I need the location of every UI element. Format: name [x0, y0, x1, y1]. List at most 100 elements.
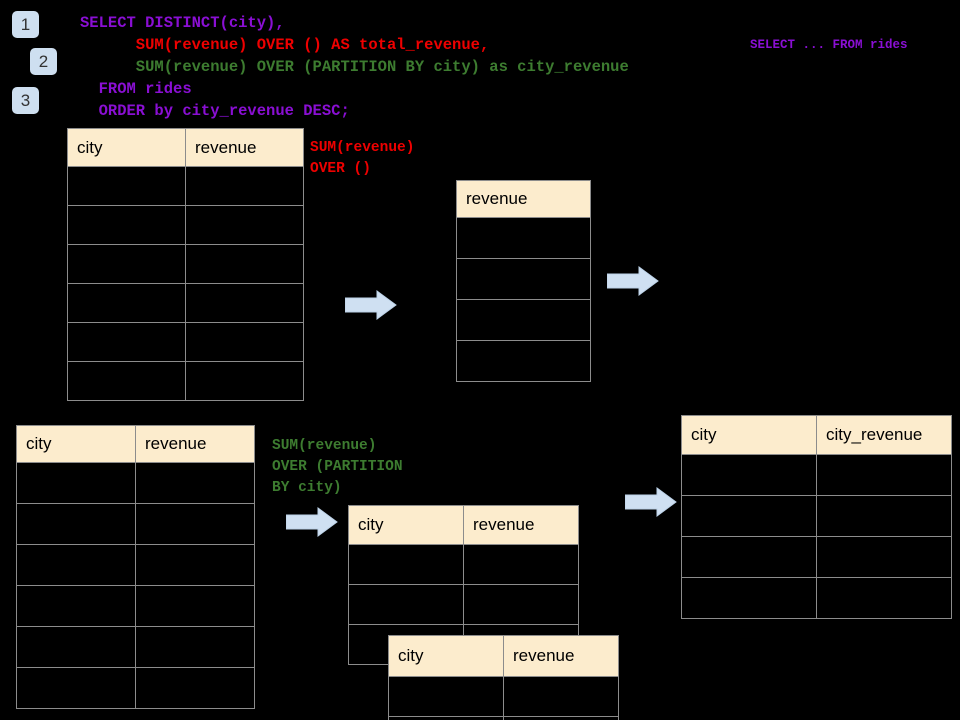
column-header: city — [348, 505, 464, 545]
table-cell — [456, 299, 591, 341]
table-cell — [681, 454, 817, 496]
sql-line-1: SELECT DISTINCT(city), — [80, 14, 285, 32]
table-row — [16, 667, 255, 709]
arrow-total-to-final-top — [606, 266, 659, 296]
table-row — [16, 544, 255, 586]
sum-over-empty: SUM(revenue) OVER () — [310, 140, 415, 177]
column-header: city_revenue — [816, 415, 952, 455]
table-cell — [16, 544, 136, 586]
sql-line-3: SUM(revenue) OVER (PARTITION BY city) as… — [80, 58, 629, 76]
table-row — [388, 716, 619, 720]
table-cell — [388, 716, 504, 720]
column-header: city — [388, 635, 504, 677]
table-cell — [67, 361, 186, 401]
table-cell — [816, 495, 952, 537]
table-cell — [348, 584, 464, 625]
table-cell — [816, 536, 952, 578]
table-row — [348, 544, 579, 585]
table-row — [67, 283, 304, 323]
column-header: city — [681, 415, 817, 455]
table-cell — [135, 544, 255, 586]
table-cell — [388, 676, 504, 717]
arrow-source-to-total — [344, 290, 397, 320]
sql-line-2: SUM(revenue) OVER () AS total_revenue, — [80, 36, 490, 54]
table-cell — [67, 283, 186, 323]
table-cell — [463, 544, 579, 585]
table-cell — [185, 322, 304, 362]
table-cell — [185, 244, 304, 284]
table-cell — [681, 536, 817, 578]
table-row — [67, 322, 304, 362]
table-row — [67, 244, 304, 284]
table-cell — [503, 676, 619, 717]
table-cell — [67, 244, 186, 284]
table-row — [16, 585, 255, 627]
sql-query-block: SELECT DISTINCT(city), SUM(revenue) OVER… — [80, 12, 629, 122]
column-header: city — [16, 425, 136, 463]
table-cell — [16, 462, 136, 504]
step-badge-1: 1 — [12, 11, 39, 38]
table-cell — [185, 361, 304, 401]
table-cell — [185, 283, 304, 323]
table-header-row: revenue — [456, 180, 591, 218]
column-header: revenue — [456, 180, 591, 218]
column-header: city — [67, 128, 186, 167]
table-row — [388, 676, 619, 717]
table-cell — [67, 166, 186, 206]
table-cell — [185, 166, 304, 206]
table-cell — [67, 322, 186, 362]
table-row — [456, 258, 591, 300]
table-cell — [16, 503, 136, 545]
step-badge-3: 3 — [12, 87, 39, 114]
column-header: revenue — [463, 505, 579, 545]
select-from-rides-note: SELECT ... FROM rides — [750, 38, 908, 52]
sum-over-partition-by-city: SUM(revenue) OVER (PARTITION BY city) — [272, 438, 403, 496]
table-row — [16, 503, 255, 545]
table-row — [16, 626, 255, 668]
column-header: revenue — [503, 635, 619, 677]
table-row — [67, 166, 304, 206]
table-row — [456, 217, 591, 259]
table-cell — [67, 205, 186, 245]
table-row — [681, 454, 952, 496]
table-row — [681, 577, 952, 619]
table-cell — [456, 340, 591, 382]
table-row — [456, 299, 591, 341]
table-row — [456, 340, 591, 382]
table-row — [681, 495, 952, 537]
table-cell — [816, 577, 952, 619]
table-cell — [135, 667, 255, 709]
table-cell — [16, 585, 136, 627]
table-row — [348, 584, 579, 625]
table-cell — [135, 503, 255, 545]
table-cell — [503, 716, 619, 720]
table-cell — [456, 258, 591, 300]
table-cell — [463, 584, 579, 625]
table-cell — [135, 626, 255, 668]
table-cell — [135, 585, 255, 627]
sql-line-5: ORDER by city_revenue DESC; — [80, 102, 350, 120]
step-badge-2: 2 — [30, 48, 57, 75]
table-row — [681, 536, 952, 578]
table-cell — [185, 205, 304, 245]
arrow-source-to-partition — [285, 507, 338, 537]
table-row — [67, 361, 304, 401]
table-row — [67, 205, 304, 245]
table-cell — [816, 454, 952, 496]
column-header: revenue — [185, 128, 304, 167]
column-header: revenue — [135, 425, 255, 463]
sql-line-4: FROM rides — [80, 80, 192, 98]
arrow-partition-to-final — [624, 487, 677, 517]
table-row — [16, 462, 255, 504]
table-cell — [456, 217, 591, 259]
table-cell — [681, 577, 817, 619]
